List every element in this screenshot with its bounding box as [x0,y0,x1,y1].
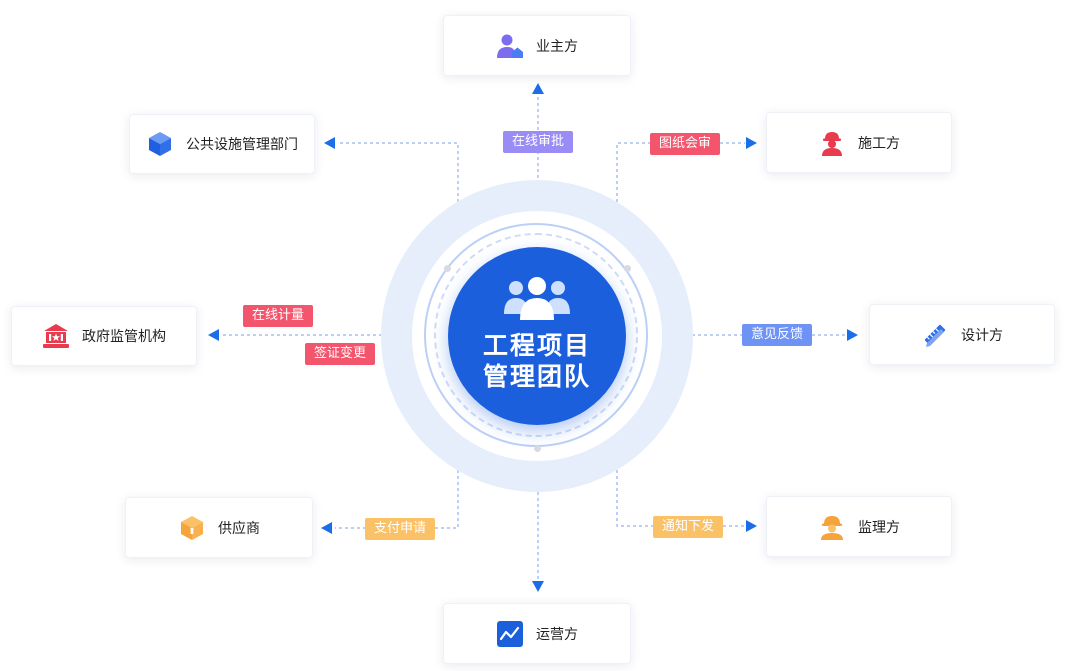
node-supervisor-label: 监理方 [858,519,900,536]
node-government: 政府监管机构 [11,306,197,366]
node-construction: 施工方 [766,112,952,173]
tag-online-measure: 在线计量 [243,305,313,327]
arrow-up-owner [532,83,544,94]
arrow-left-supplier [321,522,332,534]
node-government-label: 政府监管机构 [82,329,166,345]
tag-visa-change: 签证变更 [305,343,375,365]
trend-chart-icon [496,620,524,648]
ring-dot [624,265,631,272]
node-operator: 运营方 [443,603,631,664]
node-public-label: 公共设施管理部门 [186,137,298,153]
arrow-down-operator [532,581,544,592]
helmet-worker-icon [818,513,846,541]
tag-payment: 支付申请 [365,518,435,540]
node-design-label: 设计方 [961,327,1003,344]
line-to-public [338,142,459,262]
arrow-left-public [324,137,335,149]
node-construction-label: 施工方 [858,135,900,152]
tag-online-approval: 在线审批 [503,131,573,153]
node-supplier-label: 供应商 [218,520,260,537]
center-title-line1: 工程项目 [482,331,591,360]
tag-notice: 通知下发 [653,516,723,538]
government-building-icon [42,322,70,350]
ring-dot [444,265,451,272]
worker-icon [818,129,846,157]
node-public: 公共设施管理部门 [129,114,315,174]
arrow-right-construction [746,137,757,149]
pencil-ruler-icon [921,321,949,349]
team-icon [502,274,572,322]
tag-feedback: 意见反馈 [742,324,812,346]
box-icon [178,514,206,542]
node-design: 设计方 [869,304,1055,365]
arrow-right-supervisor [746,520,757,532]
node-owner-label: 业主方 [536,38,578,55]
arrow-right-design [847,329,858,341]
node-operator-label: 运营方 [536,626,578,643]
arrow-left-government [208,329,219,341]
user-house-icon [496,32,524,60]
dashed-ring [434,233,638,437]
center-team-circle: 工程项目 管理团队 [448,247,626,425]
node-supplier: 供应商 [125,497,313,558]
center-title-line2: 管理团队 [482,362,591,391]
node-supervisor: 监理方 [766,496,952,557]
cube-icon [146,130,174,158]
node-owner: 业主方 [443,15,631,76]
tag-drawing-review: 图纸会审 [650,133,720,155]
ring-dot [534,445,541,452]
